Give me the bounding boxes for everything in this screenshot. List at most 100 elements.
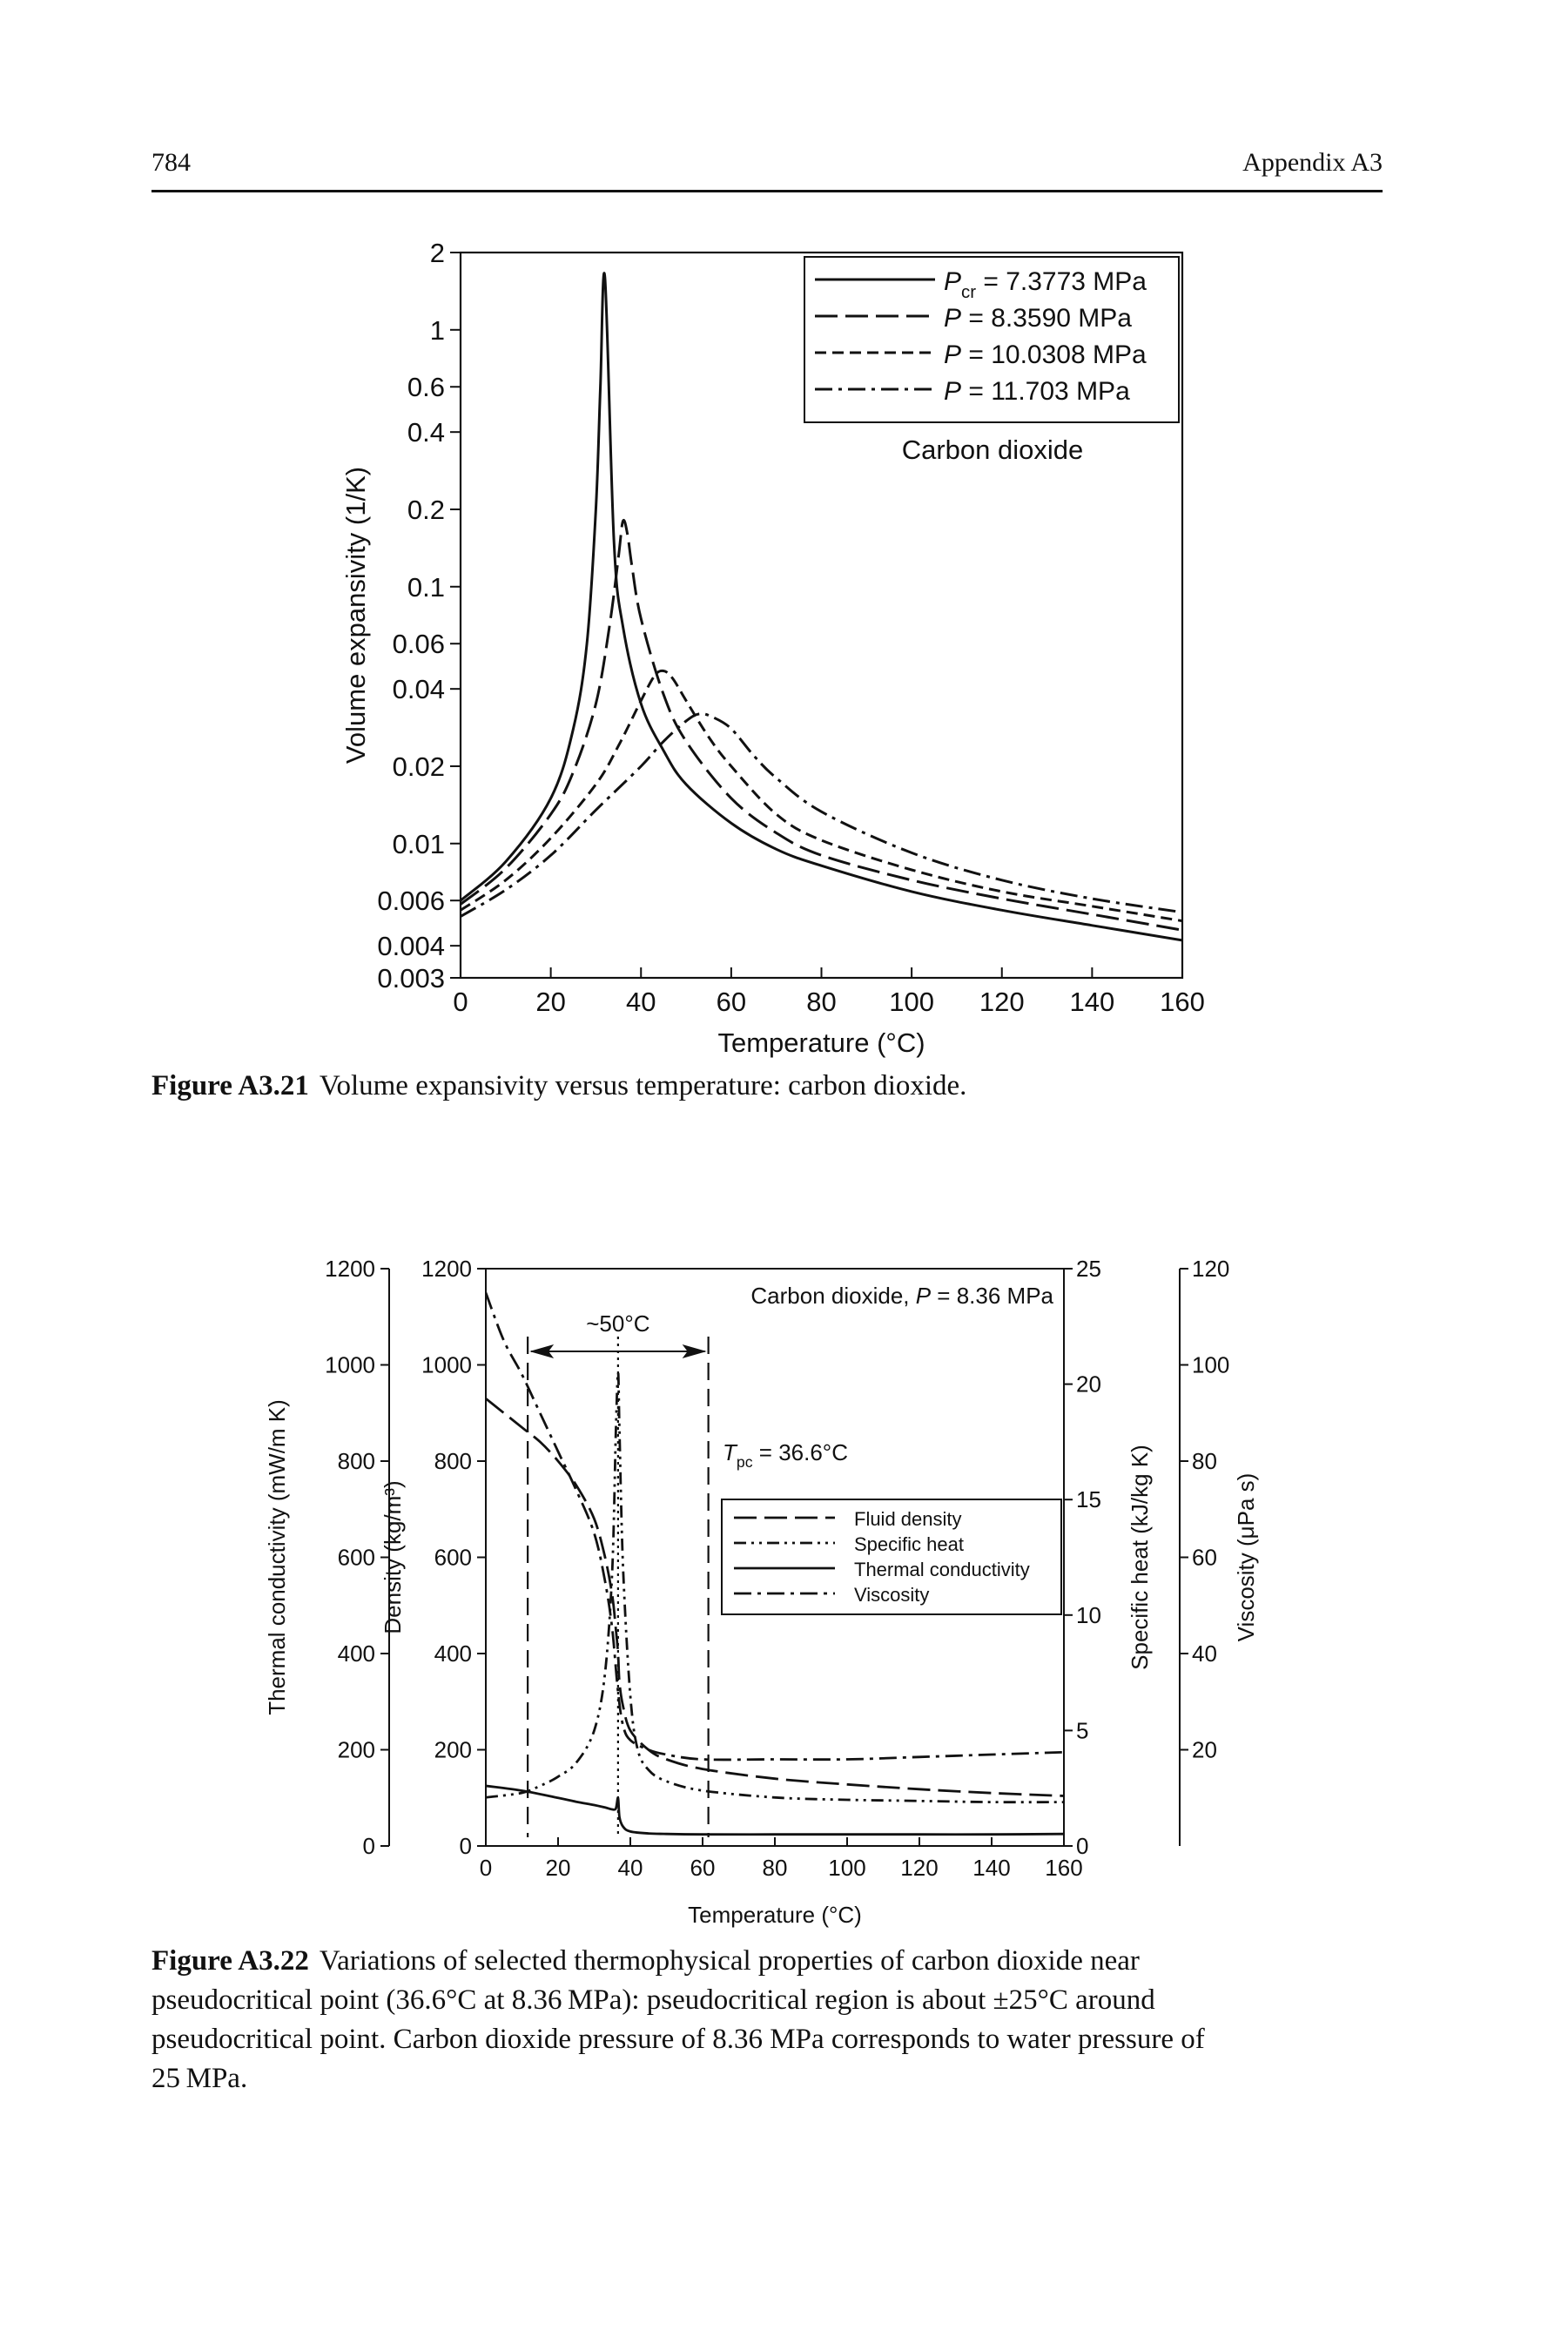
y-tick-label: 15 xyxy=(1076,1486,1101,1512)
series-line xyxy=(486,1398,1064,1797)
y-tick-label: 400 xyxy=(338,1640,375,1667)
y-tick-label: 0 xyxy=(363,1833,375,1859)
y-tick-label: 0 xyxy=(1076,1833,1088,1859)
y-tick-label: 0.006 xyxy=(377,886,445,916)
chart-title: Carbon dioxide, P = 8.36 MPa xyxy=(750,1283,1053,1309)
y-tick-label: 0.2 xyxy=(407,495,445,525)
y-tick-label: 100 xyxy=(1192,1352,1229,1378)
series-line xyxy=(461,272,1182,942)
x-tick-label: 60 xyxy=(717,987,746,1017)
arrow-head-right xyxy=(682,1344,707,1358)
y-tick-label: 10 xyxy=(1076,1602,1101,1628)
caption-line: pseudocritical point. Carbon dioxide pre… xyxy=(151,2024,1205,2055)
x-tick-label: 20 xyxy=(546,1855,571,1881)
x-axis-label: Temperature (°C) xyxy=(717,1027,925,1058)
x-tick-label: 120 xyxy=(979,987,1025,1017)
page-number: 784 xyxy=(151,148,191,177)
y-tick-label: 400 xyxy=(434,1640,472,1667)
x-tick-label: 0 xyxy=(480,1855,492,1881)
legend-label: P = 11.703 MPa xyxy=(944,377,1130,406)
x-tick-label: 140 xyxy=(1070,987,1115,1017)
y-tick-label: 0.04 xyxy=(393,674,445,704)
y-tick-label: 1200 xyxy=(421,1256,472,1282)
y-tick-label: 20 xyxy=(1192,1737,1217,1763)
x-tick-label: 160 xyxy=(1045,1855,1082,1881)
x-tick-label: 80 xyxy=(806,987,836,1017)
x-tick-label: 100 xyxy=(828,1855,865,1881)
y-tick-label: 1000 xyxy=(421,1352,472,1378)
y-tick-label: 0.004 xyxy=(377,931,445,961)
y-tick-label: 120 xyxy=(1192,1256,1229,1282)
y-tick-label: 0 xyxy=(460,1833,472,1859)
series-line xyxy=(461,669,1182,923)
legend-label: Thermal conductivity xyxy=(854,1559,1030,1580)
y-tick-label: 0.06 xyxy=(393,629,445,659)
y-tick-label: 200 xyxy=(338,1737,375,1763)
x-tick-label: 40 xyxy=(618,1855,643,1881)
x-tick-label: 160 xyxy=(1160,987,1205,1017)
caption-line: 25 MPa. xyxy=(151,2063,248,2094)
y-tick-label: 20 xyxy=(1076,1371,1101,1398)
y-tick-label: 1000 xyxy=(325,1352,375,1378)
y-axis-label: Specific heat (kJ/kg K) xyxy=(1127,1445,1153,1670)
caption-line: pseudocritical point (36.6°C at 8.36 MPa… xyxy=(151,1984,1155,2016)
y-tick-label: 0.6 xyxy=(407,372,445,402)
legend-box xyxy=(804,256,1180,423)
caption-text: Volume expansivity versus temperature: c… xyxy=(319,1070,967,1101)
figure-caption-1: Figure A3.21 Volume expansivity versus te… xyxy=(151,1067,1388,1106)
series-line xyxy=(486,1784,1064,1836)
x-axis-label: Temperature (°C) xyxy=(688,1902,862,1928)
y-tick-label: 25 xyxy=(1076,1256,1101,1282)
y-tick-label: 0.01 xyxy=(393,829,445,859)
series-line xyxy=(486,1371,1064,1804)
y-axis-label: Thermal conductivity (mW/m K) xyxy=(264,1399,290,1715)
arrow-head-left xyxy=(529,1344,555,1358)
chart-annotation: Carbon dioxide xyxy=(902,434,1084,465)
region-label: ~50°C xyxy=(586,1310,649,1337)
legend-label: Pcr = 7.3773 MPa xyxy=(944,267,1147,302)
y-tick-label: 2 xyxy=(430,238,445,268)
series-line xyxy=(461,519,1182,932)
legend-label: Specific heat xyxy=(854,1533,964,1555)
x-tick-label: 120 xyxy=(900,1855,938,1881)
x-tick-label: 20 xyxy=(535,987,565,1017)
x-tick-label: 140 xyxy=(972,1855,1010,1881)
x-tick-label: 60 xyxy=(690,1855,716,1881)
y-tick-label: 80 xyxy=(1192,1448,1217,1474)
x-tick-label: 40 xyxy=(626,987,656,1017)
tpc-label: Tpc = 36.6°C xyxy=(723,1439,848,1471)
x-tick-label: 80 xyxy=(763,1855,788,1881)
y-axis-label: Volume expansivity (1/K) xyxy=(340,467,371,764)
x-tick-label: 0 xyxy=(453,987,468,1017)
caption-line: Variations of selected thermophysical pr… xyxy=(319,1945,1140,1977)
legend-label: Fluid density xyxy=(854,1508,962,1530)
y-tick-label: 5 xyxy=(1076,1717,1088,1743)
y-tick-label: 600 xyxy=(338,1545,375,1571)
y-tick-label: 0.4 xyxy=(407,417,445,448)
caption-label: Figure A3.21 xyxy=(151,1070,309,1101)
y-axis-label: Density (kg/m³) xyxy=(380,1480,406,1634)
legend-label: Viscosity xyxy=(854,1584,929,1606)
y-tick-label: 800 xyxy=(434,1448,472,1474)
y-axis-label: Viscosity (μPa s) xyxy=(1233,1473,1259,1642)
legend-label: P = 8.3590 MPa xyxy=(944,304,1132,333)
running-head: Appendix A3 xyxy=(1242,148,1383,177)
y-tick-label: 0.02 xyxy=(393,751,445,782)
y-tick-label: 600 xyxy=(434,1545,472,1571)
series-line xyxy=(486,1292,1064,1762)
y-tick-label: 800 xyxy=(338,1448,375,1474)
y-tick-label: 40 xyxy=(1192,1640,1217,1667)
y-tick-label: 1200 xyxy=(325,1256,375,1282)
y-tick-label: 1 xyxy=(430,315,445,346)
caption-label: Figure A3.22 xyxy=(151,1945,309,1977)
y-tick-label: 0.003 xyxy=(377,963,445,994)
y-tick-label: 200 xyxy=(434,1737,472,1763)
y-tick-label: 0.1 xyxy=(407,572,445,603)
header-rule xyxy=(151,190,1383,192)
figure-caption-2: Figure A3.22 Variations of selected therm… xyxy=(151,1942,1388,2098)
legend-label: P = 10.0308 MPa xyxy=(944,340,1147,369)
series-line xyxy=(461,712,1182,918)
y-tick-label: 60 xyxy=(1192,1545,1217,1571)
